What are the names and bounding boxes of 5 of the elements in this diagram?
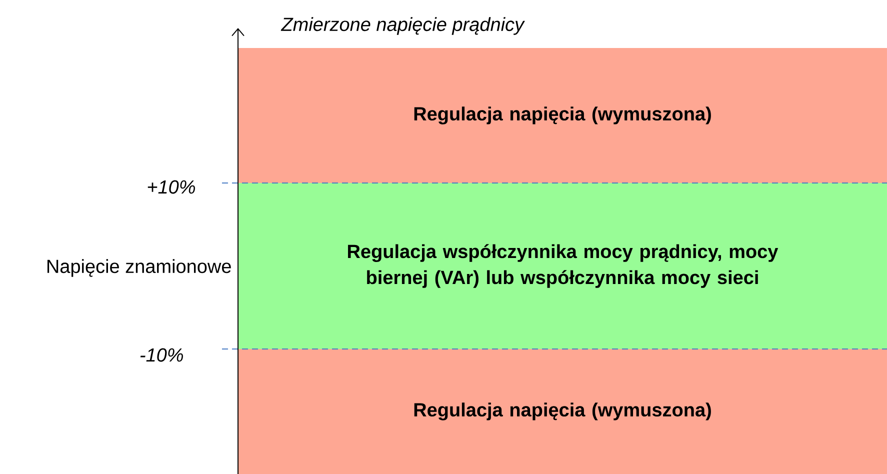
- band: Regulacja napięcia (wymuszona): [238, 48, 887, 183]
- band: Regulacja napięcia (wymuszona): [238, 349, 887, 474]
- tick-label: +10%: [148, 180, 195, 194]
- band: Regulacja współczynnika mocy prądnicy, mocy biernej (VAr) lub współczynnika mocy sieci: [238, 183, 887, 349]
- tick-label: -10%: [140, 348, 183, 362]
